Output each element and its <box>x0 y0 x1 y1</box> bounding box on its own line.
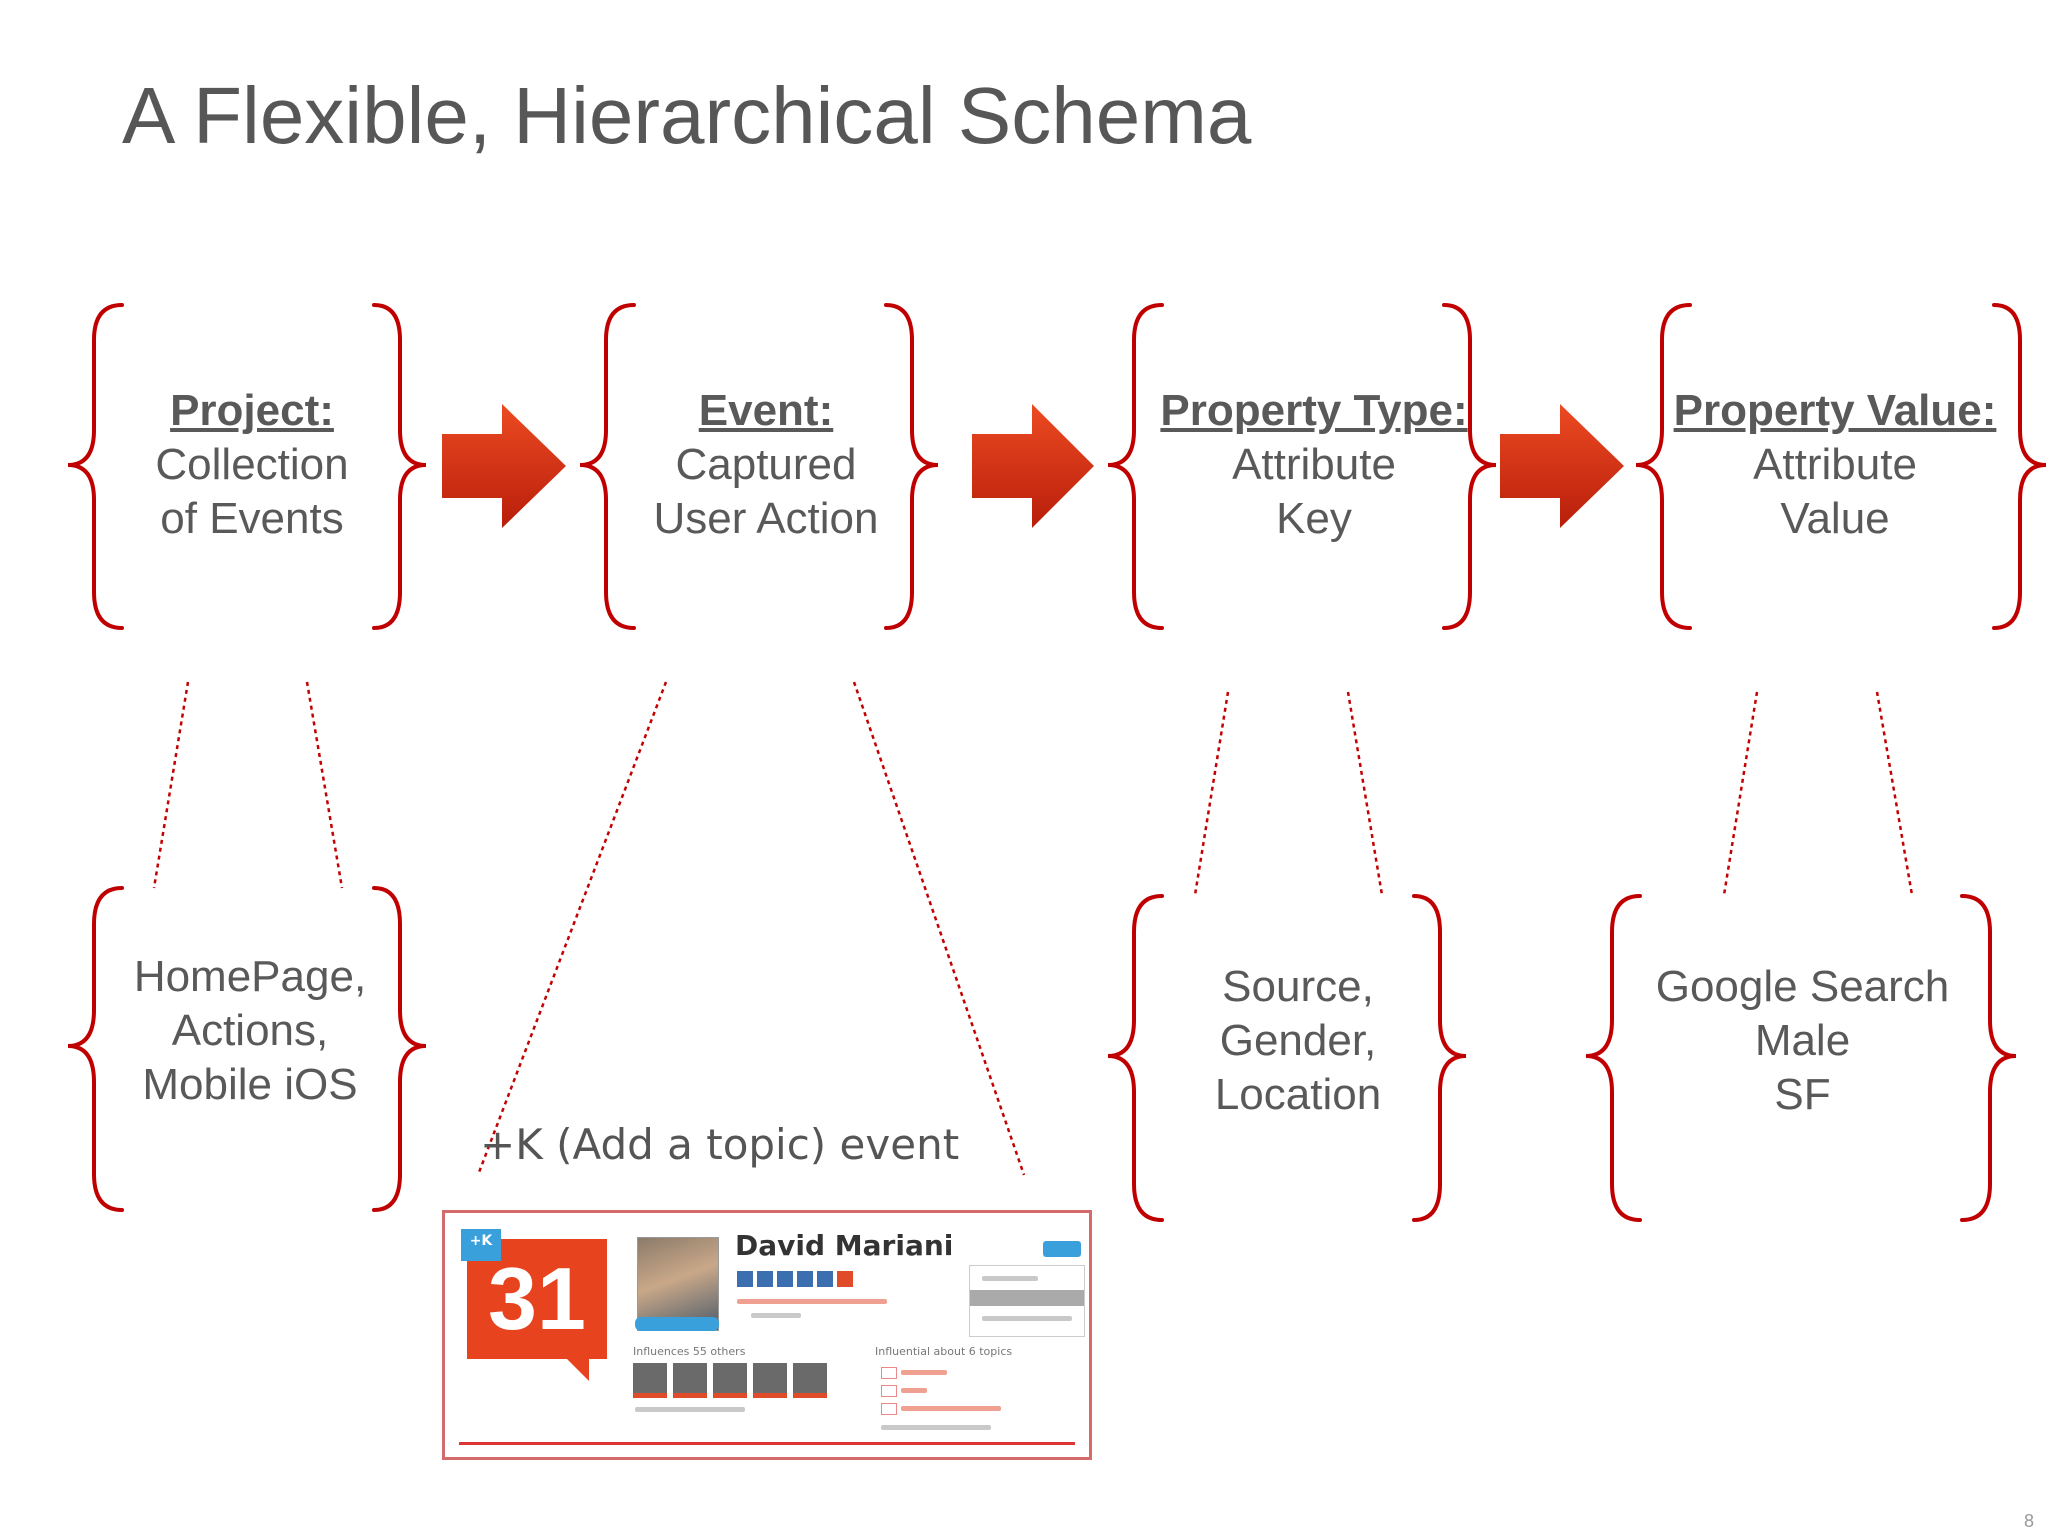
connector-line <box>1193 691 1230 896</box>
left-brace <box>579 303 636 630</box>
level-line: Attribute <box>1753 440 1917 489</box>
right-brace <box>1992 303 2047 630</box>
connector-line <box>305 681 344 889</box>
example-property-type: Source, Gender, Location <box>1148 960 1448 1122</box>
thumbnail <box>753 1363 787 1398</box>
connector-line <box>1346 691 1384 896</box>
score-badge-tail <box>567 1359 589 1381</box>
page-number: 8 <box>2023 1511 2034 1531</box>
example-line: Male <box>1754 1016 1851 1065</box>
level-line: Captured <box>675 440 857 489</box>
connector-line <box>152 681 190 889</box>
social-icons <box>737 1271 857 1287</box>
topic-line <box>901 1406 1001 1411</box>
topic-checkbox <box>881 1385 897 1397</box>
level-property-value: Property Value: Attribute Value <box>1660 384 2010 546</box>
google-plus-icon <box>777 1271 793 1287</box>
level-line: Key <box>1276 494 1352 543</box>
right-brace <box>884 303 939 630</box>
arrow-right-icon <box>1500 404 1624 528</box>
example-line: Actions, <box>171 1006 329 1055</box>
influencer-thumbnails <box>633 1363 833 1402</box>
example-line: Location <box>1214 1070 1382 1119</box>
plus-k-badge: +K <box>461 1229 501 1261</box>
level-line: Attribute <box>1232 440 1396 489</box>
left-brace <box>1107 894 1164 1222</box>
placeholder-line <box>751 1313 801 1318</box>
connector-line <box>476 681 668 1176</box>
klout-icon <box>837 1271 853 1287</box>
arrow-right-icon <box>442 404 566 528</box>
example-line: Source, <box>1222 962 1374 1011</box>
level-heading: Event: <box>698 386 834 435</box>
connector-line <box>1722 691 1759 896</box>
example-line: SF <box>1774 1070 1831 1119</box>
menu-item-selected[interactable] <box>970 1290 1084 1306</box>
influential-label: Influential about 6 topics <box>875 1345 1013 1358</box>
right-brace <box>372 303 427 630</box>
left-brace <box>1107 303 1164 630</box>
left-brace <box>67 303 124 630</box>
add-button[interactable] <box>1043 1241 1081 1257</box>
thumbnail <box>633 1363 667 1398</box>
placeholder-line <box>737 1299 887 1304</box>
topic-line <box>901 1388 927 1393</box>
level-line: User Action <box>653 494 879 543</box>
example-line: Mobile iOS <box>142 1060 358 1109</box>
example-line: HomePage, <box>133 952 367 1001</box>
card-divider <box>459 1442 1075 1445</box>
avatar-tag <box>635 1317 719 1331</box>
profile-name: David Mariani <box>735 1229 954 1262</box>
menu-item[interactable] <box>982 1276 1038 1281</box>
linkedin-icon <box>797 1271 813 1287</box>
example-project: HomePage, Actions, Mobile iOS <box>100 950 400 1112</box>
thumbnail <box>713 1363 747 1398</box>
level-event: Event: Captured User Action <box>616 384 916 546</box>
twitter-icon <box>737 1271 753 1287</box>
foursquare-icon <box>817 1271 833 1287</box>
level-property-type: Property Type: Attribute Key <box>1144 384 1484 546</box>
example-line: Gender, <box>1219 1016 1377 1065</box>
braces <box>67 303 2047 1222</box>
left-brace <box>1635 303 1692 630</box>
add-menu <box>969 1265 1085 1337</box>
thumbnail <box>793 1363 827 1398</box>
influences-label: Influences 55 others <box>633 1345 746 1358</box>
menu-item[interactable] <box>982 1316 1072 1321</box>
example-property-value: Google Search Male SF <box>1630 960 1975 1122</box>
level-heading: Property Value: <box>1673 386 1997 435</box>
topic-checkbox <box>881 1367 897 1379</box>
right-brace <box>1960 894 2017 1222</box>
level-line: Collection <box>155 440 349 489</box>
thumbnail <box>673 1363 707 1398</box>
level-line: Value <box>1780 494 1890 543</box>
right-brace <box>1442 303 1497 630</box>
level-line: of Events <box>160 494 344 543</box>
level-heading: Property Type: <box>1160 386 1468 435</box>
connector-lines <box>152 681 1914 1176</box>
connector-line <box>1875 691 1914 896</box>
level-heading: Project: <box>170 386 334 435</box>
arrow-right-icon <box>972 404 1094 528</box>
placeholder-line <box>881 1425 991 1430</box>
right-brace <box>372 886 427 1212</box>
right-brace <box>1412 894 1467 1222</box>
facebook-icon <box>757 1271 773 1287</box>
arrows <box>442 404 1624 528</box>
left-brace <box>1585 894 1642 1222</box>
slide-title: A Flexible, Hierarchical Schema <box>122 71 1252 160</box>
placeholder-line <box>635 1407 745 1412</box>
example-line: Google Search <box>1655 962 1950 1011</box>
left-brace <box>67 886 124 1212</box>
event-example-screenshot: 31 +K David Mariani Influences 55 others… <box>442 1210 1092 1460</box>
event-example-caption: +K (Add a topic) event <box>480 1120 960 1169</box>
topic-line <box>901 1370 947 1375</box>
level-project: Project: Collection of Events <box>102 384 402 546</box>
connector-line <box>852 681 1026 1176</box>
avatar <box>637 1237 719 1331</box>
topic-checkbox <box>881 1403 897 1415</box>
